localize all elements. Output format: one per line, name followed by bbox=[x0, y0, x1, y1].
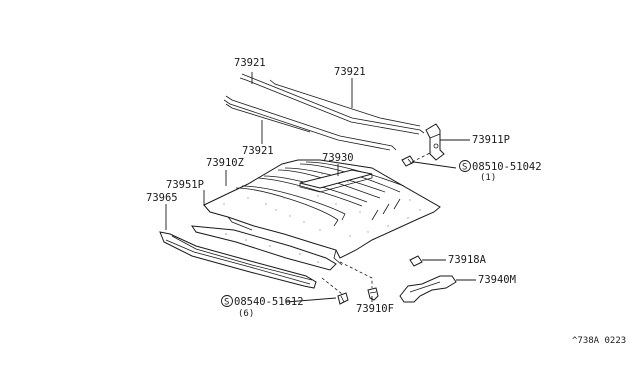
screw-bottom bbox=[337, 292, 349, 305]
label-lining: 73910Z bbox=[206, 157, 244, 169]
screw-symbol-top bbox=[459, 160, 471, 172]
label-screw-top-qty: (1) bbox=[480, 173, 496, 183]
headlining-panel bbox=[203, 159, 441, 266]
leader-lines bbox=[165, 72, 476, 303]
label-screw-bottom: 08540-51612 bbox=[234, 296, 304, 308]
roof-garnish bbox=[159, 231, 317, 289]
roof-bow-lower bbox=[223, 95, 397, 151]
label-clip: 73910F bbox=[356, 303, 394, 315]
assist-grip bbox=[399, 275, 457, 303]
roof-pad bbox=[299, 169, 373, 193]
label-strip: 73951P bbox=[166, 179, 204, 191]
label-screw-top: 08510-51042 bbox=[472, 161, 542, 173]
reference-code: ^738A 0223 bbox=[572, 336, 626, 346]
guide-line-bracket bbox=[411, 151, 433, 163]
label-handle: 73940M bbox=[478, 274, 516, 286]
label-garnish: 73965 bbox=[146, 192, 178, 204]
label-bow-bottom: 73921 bbox=[242, 145, 274, 157]
label-pad: 73930 bbox=[322, 152, 354, 164]
screw-symbol-top-letter: S bbox=[462, 163, 467, 173]
guide-line-clip bbox=[339, 261, 373, 288]
roof-strip bbox=[191, 225, 337, 271]
screw-symbol-bottom-letter: S bbox=[224, 298, 229, 308]
clip-73918a bbox=[409, 255, 423, 267]
label-screw-bottom-qty: (6) bbox=[238, 309, 254, 319]
guide-line-screw bbox=[321, 277, 343, 295]
label-bow-top-left: 73921 bbox=[234, 57, 266, 69]
label-bracket-top: 73911P bbox=[472, 134, 510, 146]
label-clip-a: 73918A bbox=[448, 254, 487, 266]
roof-bow-upper bbox=[239, 73, 425, 135]
bracket-73911p bbox=[425, 123, 445, 161]
label-bow-top-right: 73921 bbox=[334, 66, 366, 78]
screw-symbol-bottom bbox=[221, 295, 233, 307]
screw-top bbox=[401, 155, 415, 167]
clip-73910f bbox=[367, 287, 379, 301]
